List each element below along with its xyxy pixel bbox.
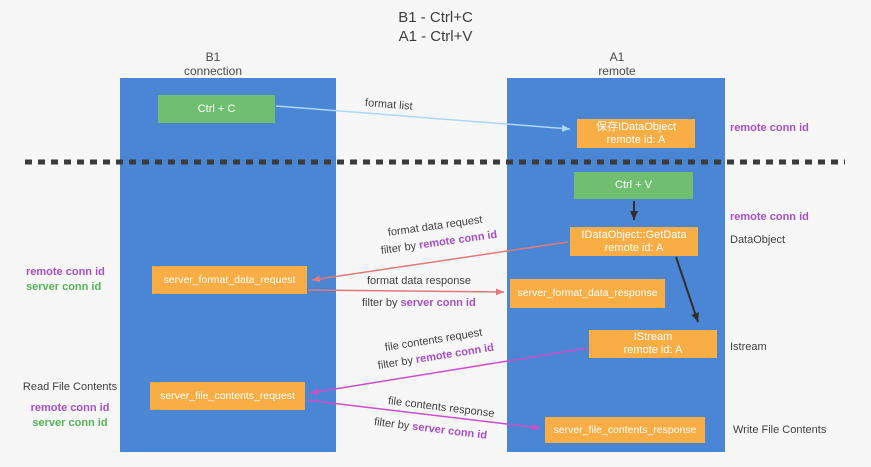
lane-a1-name: A1: [609, 50, 625, 64]
lane-a1-header: A1 remote: [557, 50, 677, 78]
ctrl-c-box: Ctrl + C: [158, 95, 275, 123]
remote-conn-id-annotation-mid: remote conn id: [730, 211, 809, 223]
write-file-contents-annotation: Write File Contents: [733, 424, 827, 436]
getdata-line1: IDataObject::GetData: [581, 228, 687, 241]
server-format-data-response-box: server_format_data_response: [510, 279, 665, 308]
server-file-contents-response-box: server_file_contents_response: [545, 417, 705, 443]
idataobject-getdata-box: IDataObject::GetData remote id: A: [570, 227, 698, 256]
filter-by-server-conn-id-label-1: filter by server conn id: [362, 297, 476, 310]
server-conn-id-text: server conn id: [411, 420, 488, 442]
read-file-contents-annotation: Read File Contents: [22, 381, 118, 393]
format-data-response-arrow: [307, 288, 505, 296]
remote-conn-id-annotation-bottom-left: remote conn id: [30, 402, 110, 414]
filter-by-server-conn-id-label-2: filter by server conn id: [373, 416, 487, 443]
server-format-data-request-label: server_format_data_request: [163, 273, 296, 286]
server-format-data-response-label: server_format_data_response: [517, 287, 658, 299]
server-conn-id-annotation-left: server conn id: [26, 281, 102, 293]
filter-by-text: filter by: [376, 354, 417, 372]
lane-b1-role: connection: [183, 64, 243, 78]
filter-by-text: filter by: [380, 239, 420, 257]
diagram-title: B1 - Ctrl+C A1 - Ctrl+V: [0, 8, 871, 46]
istream-annotation: Istream: [730, 341, 767, 353]
save-idataobject-box: 保存IDataObject remote id: A: [577, 119, 695, 148]
server-file-contents-request-label: server_file_contents_request: [160, 389, 295, 402]
lane-b1-header: B1 connection: [153, 50, 273, 78]
save-idataobject-line2: remote id: A: [606, 133, 666, 146]
remote-conn-id-annotation-left: remote conn id: [26, 266, 105, 278]
ctrl-v-label: Ctrl + V: [615, 179, 652, 191]
getdata-line2: remote id: A: [604, 241, 664, 254]
server-conn-id-text: server conn id: [400, 297, 476, 309]
ctrl-v-box: Ctrl + V: [574, 172, 693, 199]
istream-line1: IStream: [633, 331, 673, 343]
dataobject-annotation: DataObject: [730, 234, 786, 246]
filter-by-text: filter by: [373, 416, 414, 433]
server-conn-id-annotation-bottom-left: server conn id: [32, 417, 108, 429]
file-contents-response-label: file contents response: [387, 395, 496, 421]
filter-by-text: filter by: [362, 297, 401, 309]
istream-box: IStream remote id: A: [589, 330, 717, 358]
read-file-annotation-group: Read File Contents remote conn id server…: [18, 380, 122, 431]
title-line-2: A1 - Ctrl+V: [398, 28, 473, 45]
istream-line2: remote id: A: [623, 344, 683, 356]
lane-b1-name: B1: [205, 50, 221, 64]
title-line-1: B1 - Ctrl+C: [398, 9, 473, 26]
server-format-data-request-box: server_format_data_request: [152, 266, 307, 294]
left-conn-id-annotation-group: remote conn id server conn id: [26, 265, 105, 295]
ctrl-c-label: Ctrl + C: [197, 102, 236, 115]
server-file-contents-request-box: server_file_contents_request: [150, 382, 305, 410]
server-file-contents-response-label: server_file_contents_response: [553, 423, 697, 436]
lane-a1-role: remote: [598, 64, 636, 78]
remote-conn-id-annotation-top: remote conn id: [730, 122, 809, 134]
save-idataobject-line1: 保存IDataObject: [595, 120, 677, 133]
format-list-label: format list: [364, 97, 414, 113]
format-data-response-label: format data response: [367, 275, 471, 287]
